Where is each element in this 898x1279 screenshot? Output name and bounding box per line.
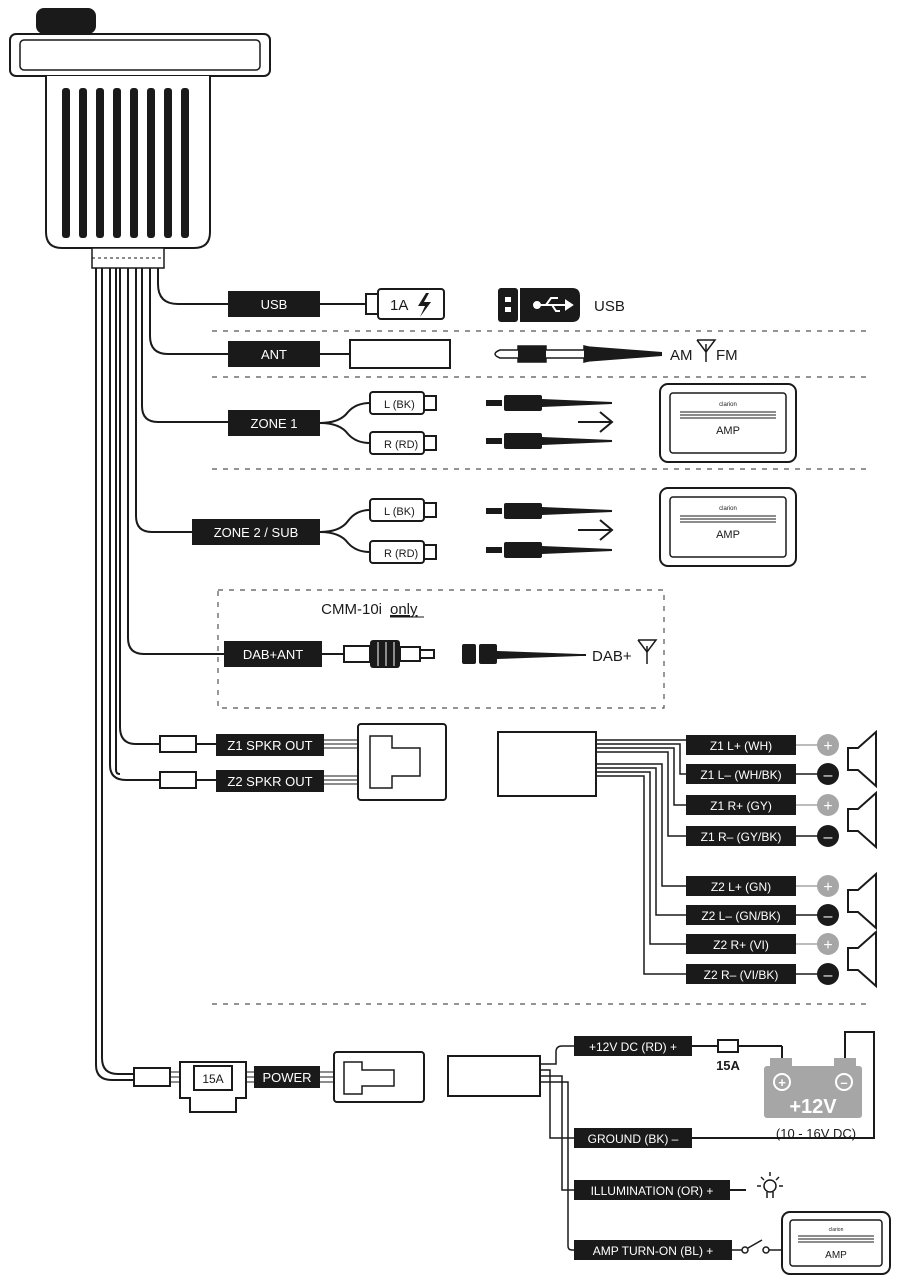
- zone1-right: R (RD): [384, 439, 418, 451]
- speaker-lead-label: Z2 R+ (VI): [713, 938, 769, 952]
- switch-icon: [732, 1239, 782, 1254]
- dab-ant-label: DAB+ANT: [243, 647, 303, 662]
- speaker-lead-label: Z1 L– (WH/BK): [700, 768, 781, 782]
- zone1-label: ZONE 1: [251, 416, 298, 431]
- speaker-polarity: +: [823, 937, 832, 954]
- speaker-polarity: –: [824, 908, 833, 925]
- antenna-icon: [696, 339, 717, 362]
- speaker-polarity: –: [824, 767, 833, 784]
- lightning-icon: [418, 293, 431, 317]
- zone1-left: L (BK): [384, 399, 415, 411]
- usb-icon: [533, 297, 574, 312]
- power-lead-label: AMP TURN-ON (BL) +: [593, 1244, 714, 1258]
- z2-spkr-out-label: Z2 SPKR OUT: [227, 774, 312, 789]
- power-label: POWER: [262, 1070, 311, 1085]
- speaker-leads: Z1 L+ (WH) + Z1 L– (WH/BK) – Z1 R+ (GY) …: [686, 734, 839, 985]
- power-amp-label: AMP: [825, 1250, 847, 1261]
- arrow-right-icon: [578, 519, 614, 541]
- power-lead-label: GROUND (BK) –: [588, 1132, 679, 1146]
- inline-fuse-label: 15A: [716, 1058, 740, 1073]
- antenna-am: AM: [670, 347, 693, 364]
- usb-label: USB: [261, 297, 288, 312]
- head-unit: [9, 8, 271, 269]
- speaker-lead-label: Z2 L+ (GN): [711, 880, 771, 894]
- zone2-amp-label: AMP: [716, 529, 740, 541]
- zone2-label: ZONE 2 / SUB: [214, 525, 299, 540]
- dab-model: CMM-10i: [321, 601, 382, 618]
- dab-only: only: [390, 601, 418, 618]
- antenna-row: ANT AM FM: [228, 339, 738, 369]
- battery-minus: –: [840, 1075, 847, 1090]
- usb-rating: 1A: [390, 297, 408, 314]
- speaker-icon: [847, 929, 877, 989]
- speaker-icon: [847, 729, 877, 789]
- speaker-polarity: –: [824, 967, 833, 984]
- illumination-icon: [757, 1172, 783, 1198]
- power-lead-label: ILLUMINATION (OR) +: [591, 1184, 714, 1198]
- power-section: 15A POWER +12V DC (RD) + 15A: [133, 1031, 891, 1275]
- speaker-polarity: +: [823, 738, 832, 755]
- battery-plus: +: [778, 1075, 786, 1090]
- zone1-row: ZONE 1 L (BK) R (RD) clarion AMP: [228, 383, 797, 463]
- zone2-right: R (RD): [384, 548, 418, 560]
- speaker-lead-label: Z1 R+ (GY): [710, 799, 772, 813]
- ant-label: ANT: [261, 347, 287, 362]
- speaker-icon: [847, 871, 877, 931]
- zone1-amp-label: AMP: [716, 425, 740, 437]
- usb-row: USB 1A USB: [228, 288, 625, 322]
- harness-wires: [95, 268, 228, 1081]
- power-amp-brand: clarion: [829, 1227, 844, 1233]
- z1-spkr-out-label: Z1 SPKR OUT: [227, 738, 312, 753]
- speakers: [847, 729, 877, 989]
- dab-section: CMM-10i only DAB+ANT DAB+: [217, 589, 665, 709]
- speaker-polarity: +: [823, 879, 832, 896]
- speaker-output-connectors: Z1 SPKR OUT Z2 SPKR OUT: [159, 723, 447, 801]
- zone2-left: L (BK): [384, 506, 415, 518]
- battery-voltage: +12V: [789, 1096, 837, 1118]
- speaker-lead-label: Z1 L+ (WH): [710, 739, 772, 753]
- speaker-polarity: +: [823, 798, 832, 815]
- speaker-icon: [847, 790, 877, 850]
- zone1-amp-brand: clarion: [719, 402, 737, 408]
- power-lead-label: +12V DC (RD) +: [589, 1040, 677, 1054]
- zone2-row: ZONE 2 / SUB L (BK) R (RD) clarion AMP: [192, 487, 797, 567]
- antenna-fm: FM: [716, 347, 738, 364]
- zone2-amp-brand: clarion: [719, 506, 737, 512]
- antenna-icon: [637, 639, 658, 664]
- speaker-harness: [497, 731, 686, 975]
- speaker-polarity: –: [824, 829, 833, 846]
- speaker-lead-label: Z2 R– (VI/BK): [704, 968, 779, 982]
- arrow-right-icon: [578, 411, 614, 433]
- dab-label: DAB+: [592, 648, 632, 665]
- speaker-lead-label: Z1 R– (GY/BK): [701, 830, 782, 844]
- power-fuse-label: 15A: [202, 1072, 223, 1086]
- speaker-lead-label: Z2 L– (GN/BK): [701, 909, 780, 923]
- usb-icon-label: USB: [594, 298, 625, 315]
